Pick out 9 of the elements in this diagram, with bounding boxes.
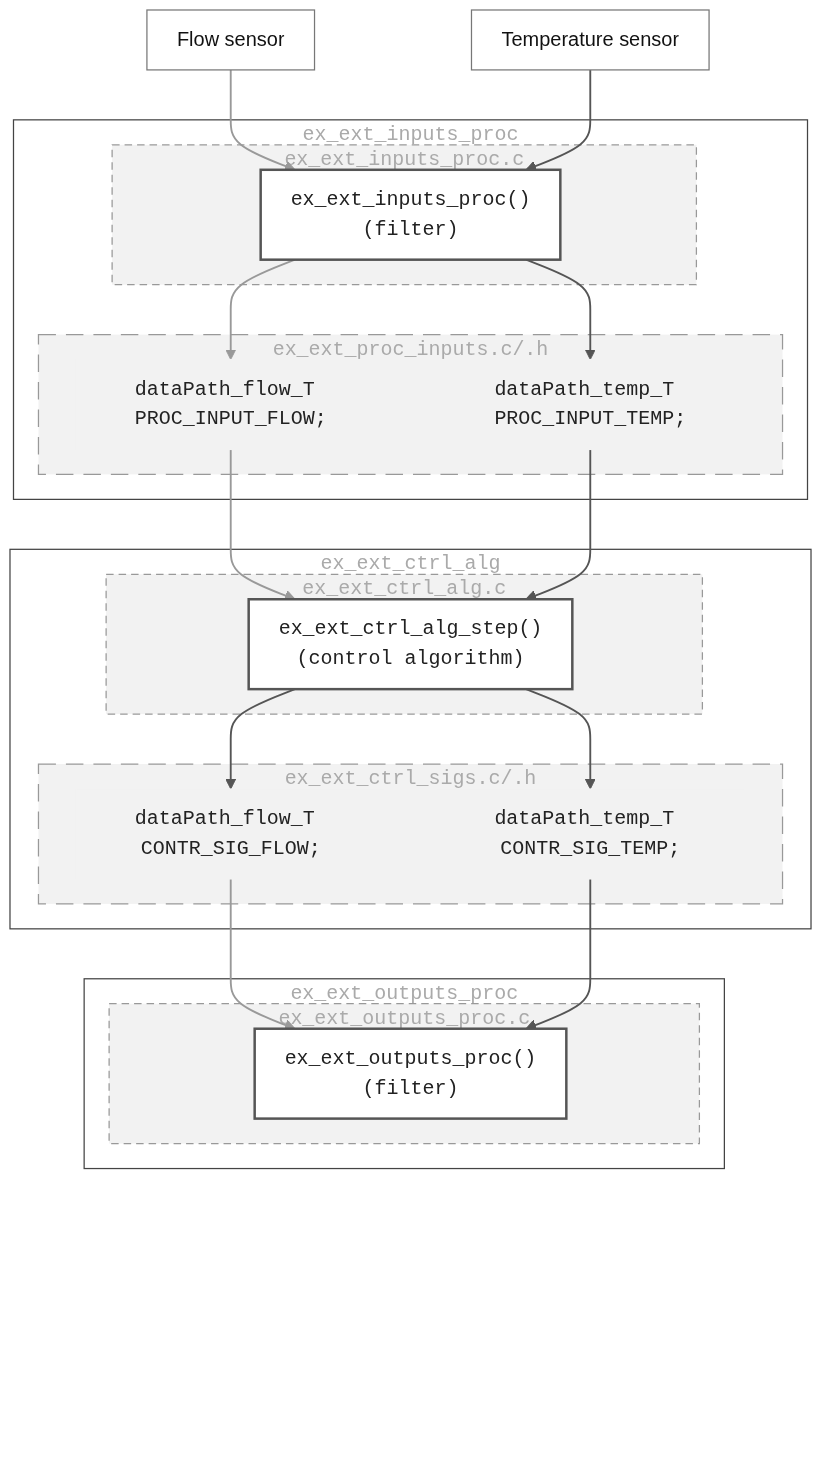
- node-text: dataPath_temp_T PROC_INPUT_TEMP;: [494, 378, 687, 431]
- node-box: ex_ext_inputs_proc() (filter): [259, 168, 562, 261]
- node-box: Temperature sensor: [470, 9, 710, 71]
- node-text: dataPath_flow_T PROC_INPUT_FLOW;: [134, 378, 327, 431]
- node-text: dataPath_temp_T CONTR_SIG_TEMP;: [494, 807, 681, 861]
- node-box: Flow sensor: [146, 9, 316, 71]
- node-box: ex_ext_outputs_proc() (filter): [253, 1027, 568, 1120]
- node-text: dataPath_flow_T CONTR_SIG_FLOW;: [134, 807, 321, 861]
- node-box: ex_ext_ctrl_alg_step() (control algorithm): [247, 598, 574, 691]
